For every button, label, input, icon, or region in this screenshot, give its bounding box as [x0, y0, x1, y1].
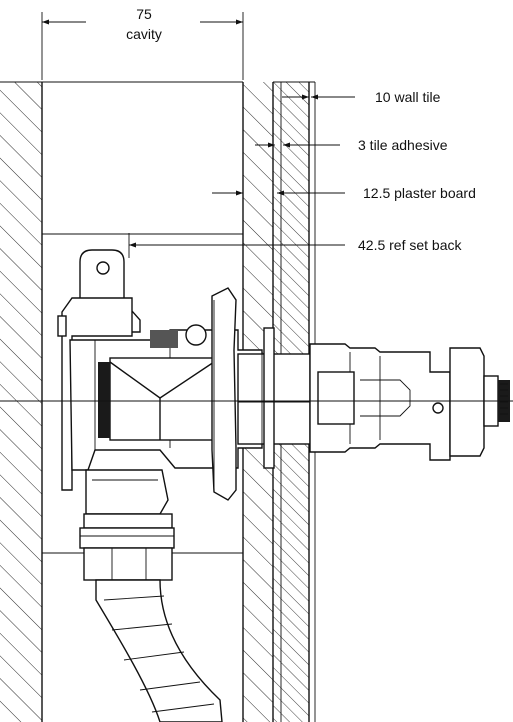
cavity-dimension: 75 cavity — [41, 6, 244, 80]
callout-wall-tile-text: 10 wall tile — [375, 89, 441, 105]
callout-set-back: 42.5 ref set back — [128, 233, 463, 258]
callout-plaster-board: 12.5 plaster board — [212, 185, 476, 201]
callout-tile-adhesive: 3 tile adhesive — [255, 137, 448, 153]
callout-wall-tile: 10 wall tile — [282, 89, 441, 105]
valve-assembly — [57, 249, 510, 722]
callout-plaster-board-text: 12.5 plaster board — [363, 185, 476, 201]
callout-tile-adhesive-text: 3 tile adhesive — [358, 137, 448, 153]
callout-set-back-text: 42.5 ref set back — [358, 237, 463, 253]
cavity-value-label: 75 — [136, 6, 152, 22]
cavity-word-label: cavity — [126, 26, 162, 42]
left-wall — [0, 82, 43, 722]
